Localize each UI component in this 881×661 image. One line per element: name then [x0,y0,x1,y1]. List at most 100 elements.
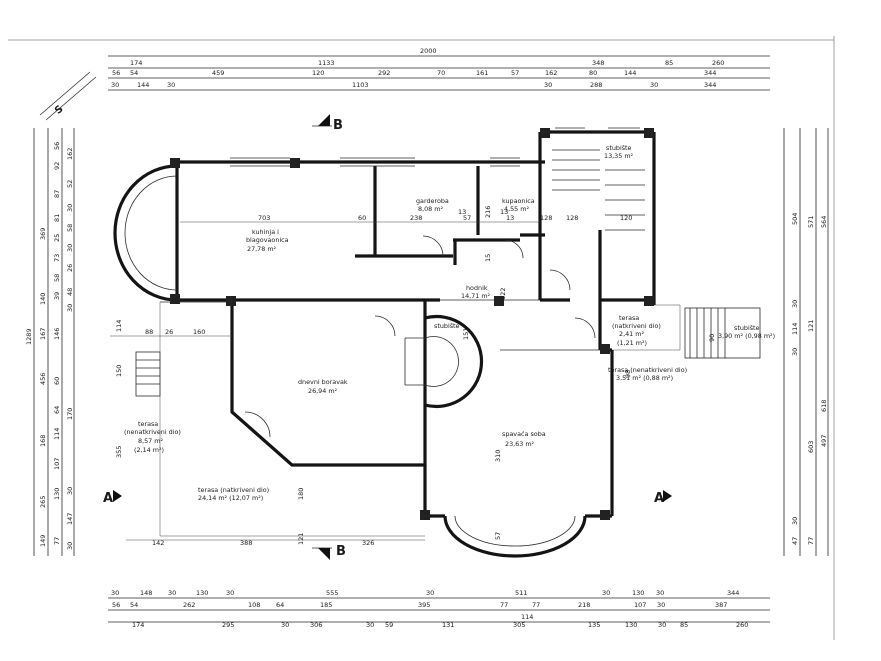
dimension-label: 3,90 m² (0,98 m²) [718,332,775,340]
dimension-label: 167 [39,328,47,340]
dimension-label: 218 [578,601,590,609]
dim-total-top: 2000 [420,47,437,55]
dimension-label: 25 [53,234,61,242]
dimension-label: 150 [115,365,123,377]
dimension-label: kupaonica [502,197,535,205]
outdoor-stairs-right [684,307,761,359]
dimension-label: 90 [708,334,716,342]
dimension-label: 162 [545,69,557,77]
dimension-label: 618 [820,400,828,412]
dimension-label: 148 [140,589,152,597]
room-terrace-right-upper: terasa (natkriveni dio) 2,41 m² (1,21 m²… [612,314,661,347]
dimension-label: 260 [736,621,748,629]
dimension-label: 13,35 m² [604,152,634,160]
dimension-label: A [654,491,664,506]
dimension-label: 73 [53,254,61,262]
dimension-label: 30 [281,621,289,629]
dimension-label: 54 [130,69,138,77]
room-kitchen: kuhinja i blagovaonica 27,78 m² [246,228,289,253]
dimension-label: 30 [791,300,799,308]
dimension-label: (1,21 m²) [617,339,647,347]
dimension-label: 456 [39,373,47,385]
room-stairs-inner: stubište [434,322,460,330]
dimension-label: 160 [193,328,205,336]
dimension-label: 3,51 m² (0,88 m²) [616,374,673,382]
dimension-label: 292 [378,69,390,77]
dimension-label: 344 [704,69,716,77]
interior-dimensions: 703 60 238 13 57 13 216 128 120 13 15 12… [110,206,716,547]
dimension-label: 387 [715,601,727,609]
dimension-label: 54 [130,601,138,609]
dimension-label: 14,71 m² [461,292,491,300]
dimension-label: 120 [620,214,632,222]
dimension-label: 57 [511,69,519,77]
dimension-label: 24,14 m² (12,07 m²) [198,494,263,502]
section-marker-a-left: A [103,490,122,506]
dimension-label: 30 [66,204,74,212]
dimension-label: 26 [66,264,74,272]
door-swings [244,235,596,438]
dimension-label: 27,78 m² [247,245,277,253]
dimension-label: 238 [410,214,422,222]
dimension-label: 161 [476,69,488,77]
dimension-label: (2,14 m²) [134,446,164,454]
top-dimensions: 2000 174 1133 348 85 260 56 54 459 120 2… [108,47,770,91]
dimension-label: B [336,544,346,559]
dimension-label: 59 [385,621,393,629]
dimension-label: 64 [276,601,284,609]
dimension-label: 260 [712,59,724,67]
dimension-label: 185 [320,601,332,609]
dimension-label: 603 [807,441,815,453]
dimension-label: 180 [297,488,305,500]
dimension-label: 30 [426,589,434,597]
dimension-label: 30 [602,589,610,597]
room-wardrobe: garderoba 8,08 m² [416,197,449,213]
dimension-label: 30 [656,589,664,597]
walls [113,130,656,558]
dimension-label: 344 [727,589,739,597]
dimension-label: 162 [66,148,74,160]
dimension-label: 216 [484,206,492,218]
dimension-label: 149 [39,535,47,547]
dimension-label: 30 [366,621,374,629]
dimension-label: 87 [53,190,61,198]
dimension-label: 174 [130,59,142,67]
left-dimensions: 1289 369 140 167 456 168 265 149 56 92 8… [25,128,75,556]
dimension-label: 306 [310,621,322,629]
dimension-label: 131 [442,621,454,629]
dimension-label: spavaća soba [502,430,546,438]
dimension-label: terasa [138,420,158,428]
stair-treads [552,149,645,231]
dimension-label: 288 [590,81,602,89]
dimension-label: 497 [820,435,828,447]
dimension-label: stubište [434,322,460,330]
dimension-label: blagovaonica [246,236,289,244]
dimension-label: 1289 [25,328,33,345]
dimension-label: 39 [53,292,61,300]
dimension-label: 8,57 m² [138,437,163,445]
dimension-label: 60 [358,214,366,222]
dimension-label: 80 [589,69,597,77]
dimension-label: 459 [212,69,224,77]
dimension-label: 265 [39,496,47,508]
room-bedroom: spavaća soba 23,63 m² [502,430,546,448]
dimension-label: 121 [807,320,815,332]
windows [230,127,640,167]
dimension-label: 107 [634,601,646,609]
room-stairwell: stubište 13,35 m² [604,144,634,160]
dimension-label: 135 [588,621,600,629]
dimension-label: 168 [39,435,47,447]
dimension-label: 2,41 m² [619,330,644,338]
dimension-label: 130 [196,589,208,597]
dimension-label: 121 [297,533,305,545]
dimension-label: 48 [66,288,74,296]
dimension-label: 348 [592,59,604,67]
dimension-label: terasa (natkriveni dio) [198,486,269,494]
dimension-label: 56 [112,69,120,77]
dimension-label: 13 [506,214,514,222]
dimension-label: 120 [312,69,324,77]
dimension-label: 140 [39,293,47,305]
dimension-label: 174 [132,621,144,629]
dimension-label: 85 [680,621,688,629]
